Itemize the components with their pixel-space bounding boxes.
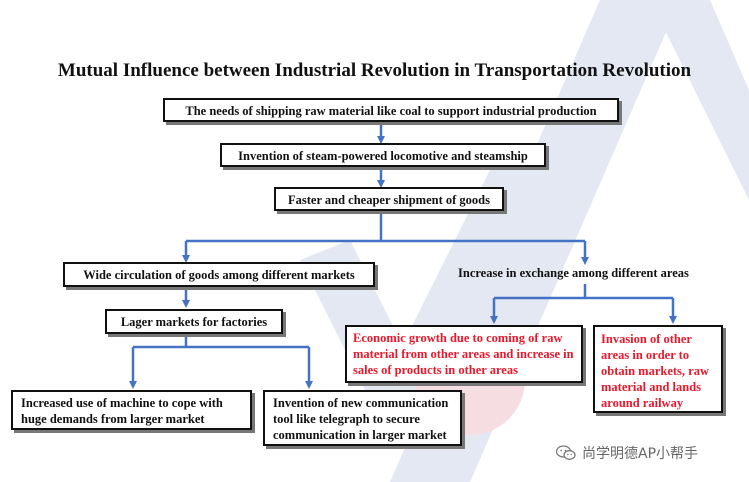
wechat-account-name: 尚学明德AP小帮手 bbox=[582, 446, 699, 462]
node-communication-tool: Invention of new communication tool like… bbox=[263, 390, 462, 446]
node-machine-use: Increased use of machine to cope with hu… bbox=[11, 390, 252, 430]
arrow-n6-split bbox=[133, 334, 309, 349]
node-economic-growth: Economic growth due to coming of raw mat… bbox=[345, 325, 583, 383]
wechat-icon bbox=[556, 445, 576, 460]
diagram-title: Mutual Influence between Industrial Revo… bbox=[57, 60, 692, 81]
arrow-n5-split bbox=[494, 284, 673, 300]
arrow-n3-split bbox=[186, 211, 585, 243]
node-wide-circulation: Wide circulation of goods among differen… bbox=[63, 262, 375, 287]
node-steam-invention: Invention of steam-powered locomotive an… bbox=[220, 143, 546, 167]
node-shipping-needs: The needs of shipping raw material like … bbox=[163, 98, 619, 122]
node-larger-markets: Lager markets for factories bbox=[105, 309, 283, 334]
node-increase-exchange: Increase in exchange among different are… bbox=[458, 266, 689, 280]
node-faster-shipment: Faster and cheaper shipment of goods bbox=[274, 187, 504, 211]
node-invasion: Invasion of other areas in order to obta… bbox=[593, 325, 723, 413]
wechat-watermark: 尚学明德AP小帮手 bbox=[556, 443, 698, 463]
